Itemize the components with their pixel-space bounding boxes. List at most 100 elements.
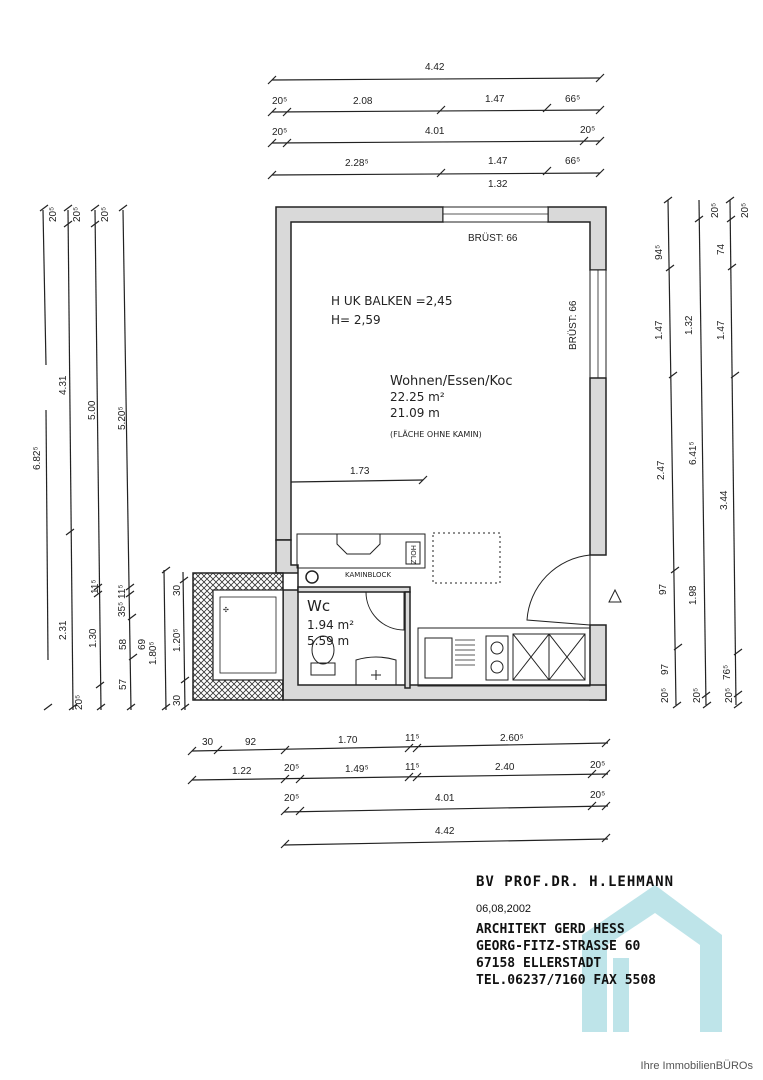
dim-label: 30 [202,737,214,748]
dim-label: 94⁵ [654,245,665,260]
dim-label: 3.44 [719,490,730,510]
dim-label: 6.41⁵ [688,441,699,465]
dim-label: 20⁵ [48,207,59,222]
dimension-top: 4.42 20⁵ 2.08 1.47 66⁵ 20⁵ 4.01 20⁵ 2.28… [267,62,605,190]
shower-tray [212,589,284,681]
dim-label: 4.42 [435,826,455,837]
toilet-icon [310,662,336,676]
dim-label: 1.47 [485,94,505,105]
dim-label: 2.60⁵ [500,733,524,744]
kaminblock [296,533,426,569]
dimension-left: 20⁵ 6.82⁵ 20⁵ 4.31 2.31 20⁵ 20⁵ 5.00 11⁵… [32,204,190,711]
dim-label: 20⁵ [590,790,605,801]
dim-label: 97 [658,583,669,595]
room-area-main: 22.25 m² [390,390,445,404]
plan-date: 06,08,2002 [476,903,532,915]
dim-label: 20⁵ [724,688,735,703]
dim-label: 2.47 [656,460,667,480]
dim-label: 11⁵ [90,579,101,594]
dim-label: 30 [172,694,183,706]
dim-label: 4.01 [435,793,455,804]
dim-label: 2.08 [353,96,373,107]
dim-label: 20⁵ [284,763,299,774]
kitchen-sink-icon [424,637,453,679]
watermark-text: Ihre ImmobilienBÜROs [640,1060,753,1072]
dim-label: 6.82⁵ [32,446,43,470]
wc-door [365,591,405,631]
ceiling-height-label: H= 2,59 [331,313,381,327]
room-name-wc: Wc [307,597,330,615]
dim-label: 74 [716,243,727,255]
cooktop-icon [485,635,509,681]
dim-label: 76⁵ [722,665,733,680]
dim-label: 20⁵ [272,127,287,138]
dim-label: 30 [172,584,183,596]
dim-label: 20⁵ [660,688,671,703]
dim-label: 20⁵ [72,207,83,222]
dim-label: 1.47 [654,320,665,340]
dim-label: 2.31 [58,620,69,640]
dim-label: 1.47 [716,320,727,340]
chimney-flue-icon [305,570,319,584]
dim-label: 1.32 [488,179,508,190]
holz-label: HOLZ [409,545,417,565]
dim-label: 20⁵ [272,96,287,107]
dim-label: 1.47 [488,156,508,167]
dim-label: 11⁵ [405,733,420,744]
dim-label: 4.01 [425,126,445,137]
room-name-main: Wohnen/Essen/Koc [390,374,513,389]
dim-label: 66⁵ [565,94,580,105]
dim-label: 20⁵ [590,760,605,771]
dim-label: 1.22 [232,766,252,777]
dim-label: 35⁵ 11⁵ [117,584,128,617]
dim-label: 1.49⁵ [345,764,369,775]
table-outline [432,532,501,584]
dim-label: 1.98 [688,585,699,605]
dim-label: 11⁵ [405,762,420,773]
watermark-house-icon [582,885,722,1032]
wc-sink-icon [355,656,397,686]
dim-label: 4.42 [425,62,445,73]
room-note-main: (FLÄCHE OHNE KAMIN) [390,429,482,439]
room-perimeter-wc: 5.59 m [307,634,349,648]
dim-label: 69 [137,638,148,650]
dim-label: 66⁵ [565,156,580,167]
dimension-bottom: 30 92 1.70 11⁵ 2.60⁵ 1.22 20⁵ 1.49⁵ 11⁵ … [187,733,611,849]
dim-label: 1.20⁵ [172,628,183,652]
architect-phone: TEL.06237/7160 FAX 5508 [476,973,657,988]
dim-label: 20⁵ [740,203,751,218]
dim-label: 20⁵ [74,695,85,710]
dim-label: 2.28⁵ [345,158,369,169]
dim-label: 57 [118,678,129,690]
dim-label: 58 [118,638,129,650]
dim-label: 5.00 [87,400,98,420]
architect-street: GEORG-FITZ-STRASSE 60 [476,939,641,954]
kitchen-cabinets [512,633,586,681]
dim-label: 97 [660,663,671,675]
walls: ✣ [192,206,607,701]
dim-label: 1.73 [350,466,370,477]
kaminblock-label: KAMINBLOCK [345,571,391,579]
dim-label: 5.20⁵ [117,406,128,430]
shower-drain-icon: ✣ [223,606,229,614]
dim-label: 1.32 [684,315,695,335]
dim-label: 20⁵ [100,207,111,222]
dimension-right: 94⁵ 1.47 2.47 97 97 20⁵ 20⁵ 1.32 6.41⁵ 1… [654,196,751,709]
dim-label: 1.30 [88,628,99,648]
kitchen-counter [417,627,591,687]
room-perimeter-main: 21.09 m [390,406,440,420]
dim-label: 4.31 [58,375,69,395]
dim-label: 2.40 [495,762,515,773]
beam-height-label: H UK BALKEN =2,45 [331,294,452,308]
sill-height-right: BRÜST: 66 [567,300,579,350]
dim-label: 1.70 [338,735,358,746]
fireplace-icon [336,534,381,555]
architect-name: ARCHITEKT GERD HESS [476,922,625,937]
entrance-door [526,554,591,626]
dim-label: 20⁵ [580,125,595,136]
architect-city: 67158 ELLERSTADT [476,956,602,971]
dim-label: 20⁵ [710,203,721,218]
project-title: BV PROF.DR. H.LEHMANN [476,874,675,890]
dim-label: 1.80⁵ [148,641,159,665]
